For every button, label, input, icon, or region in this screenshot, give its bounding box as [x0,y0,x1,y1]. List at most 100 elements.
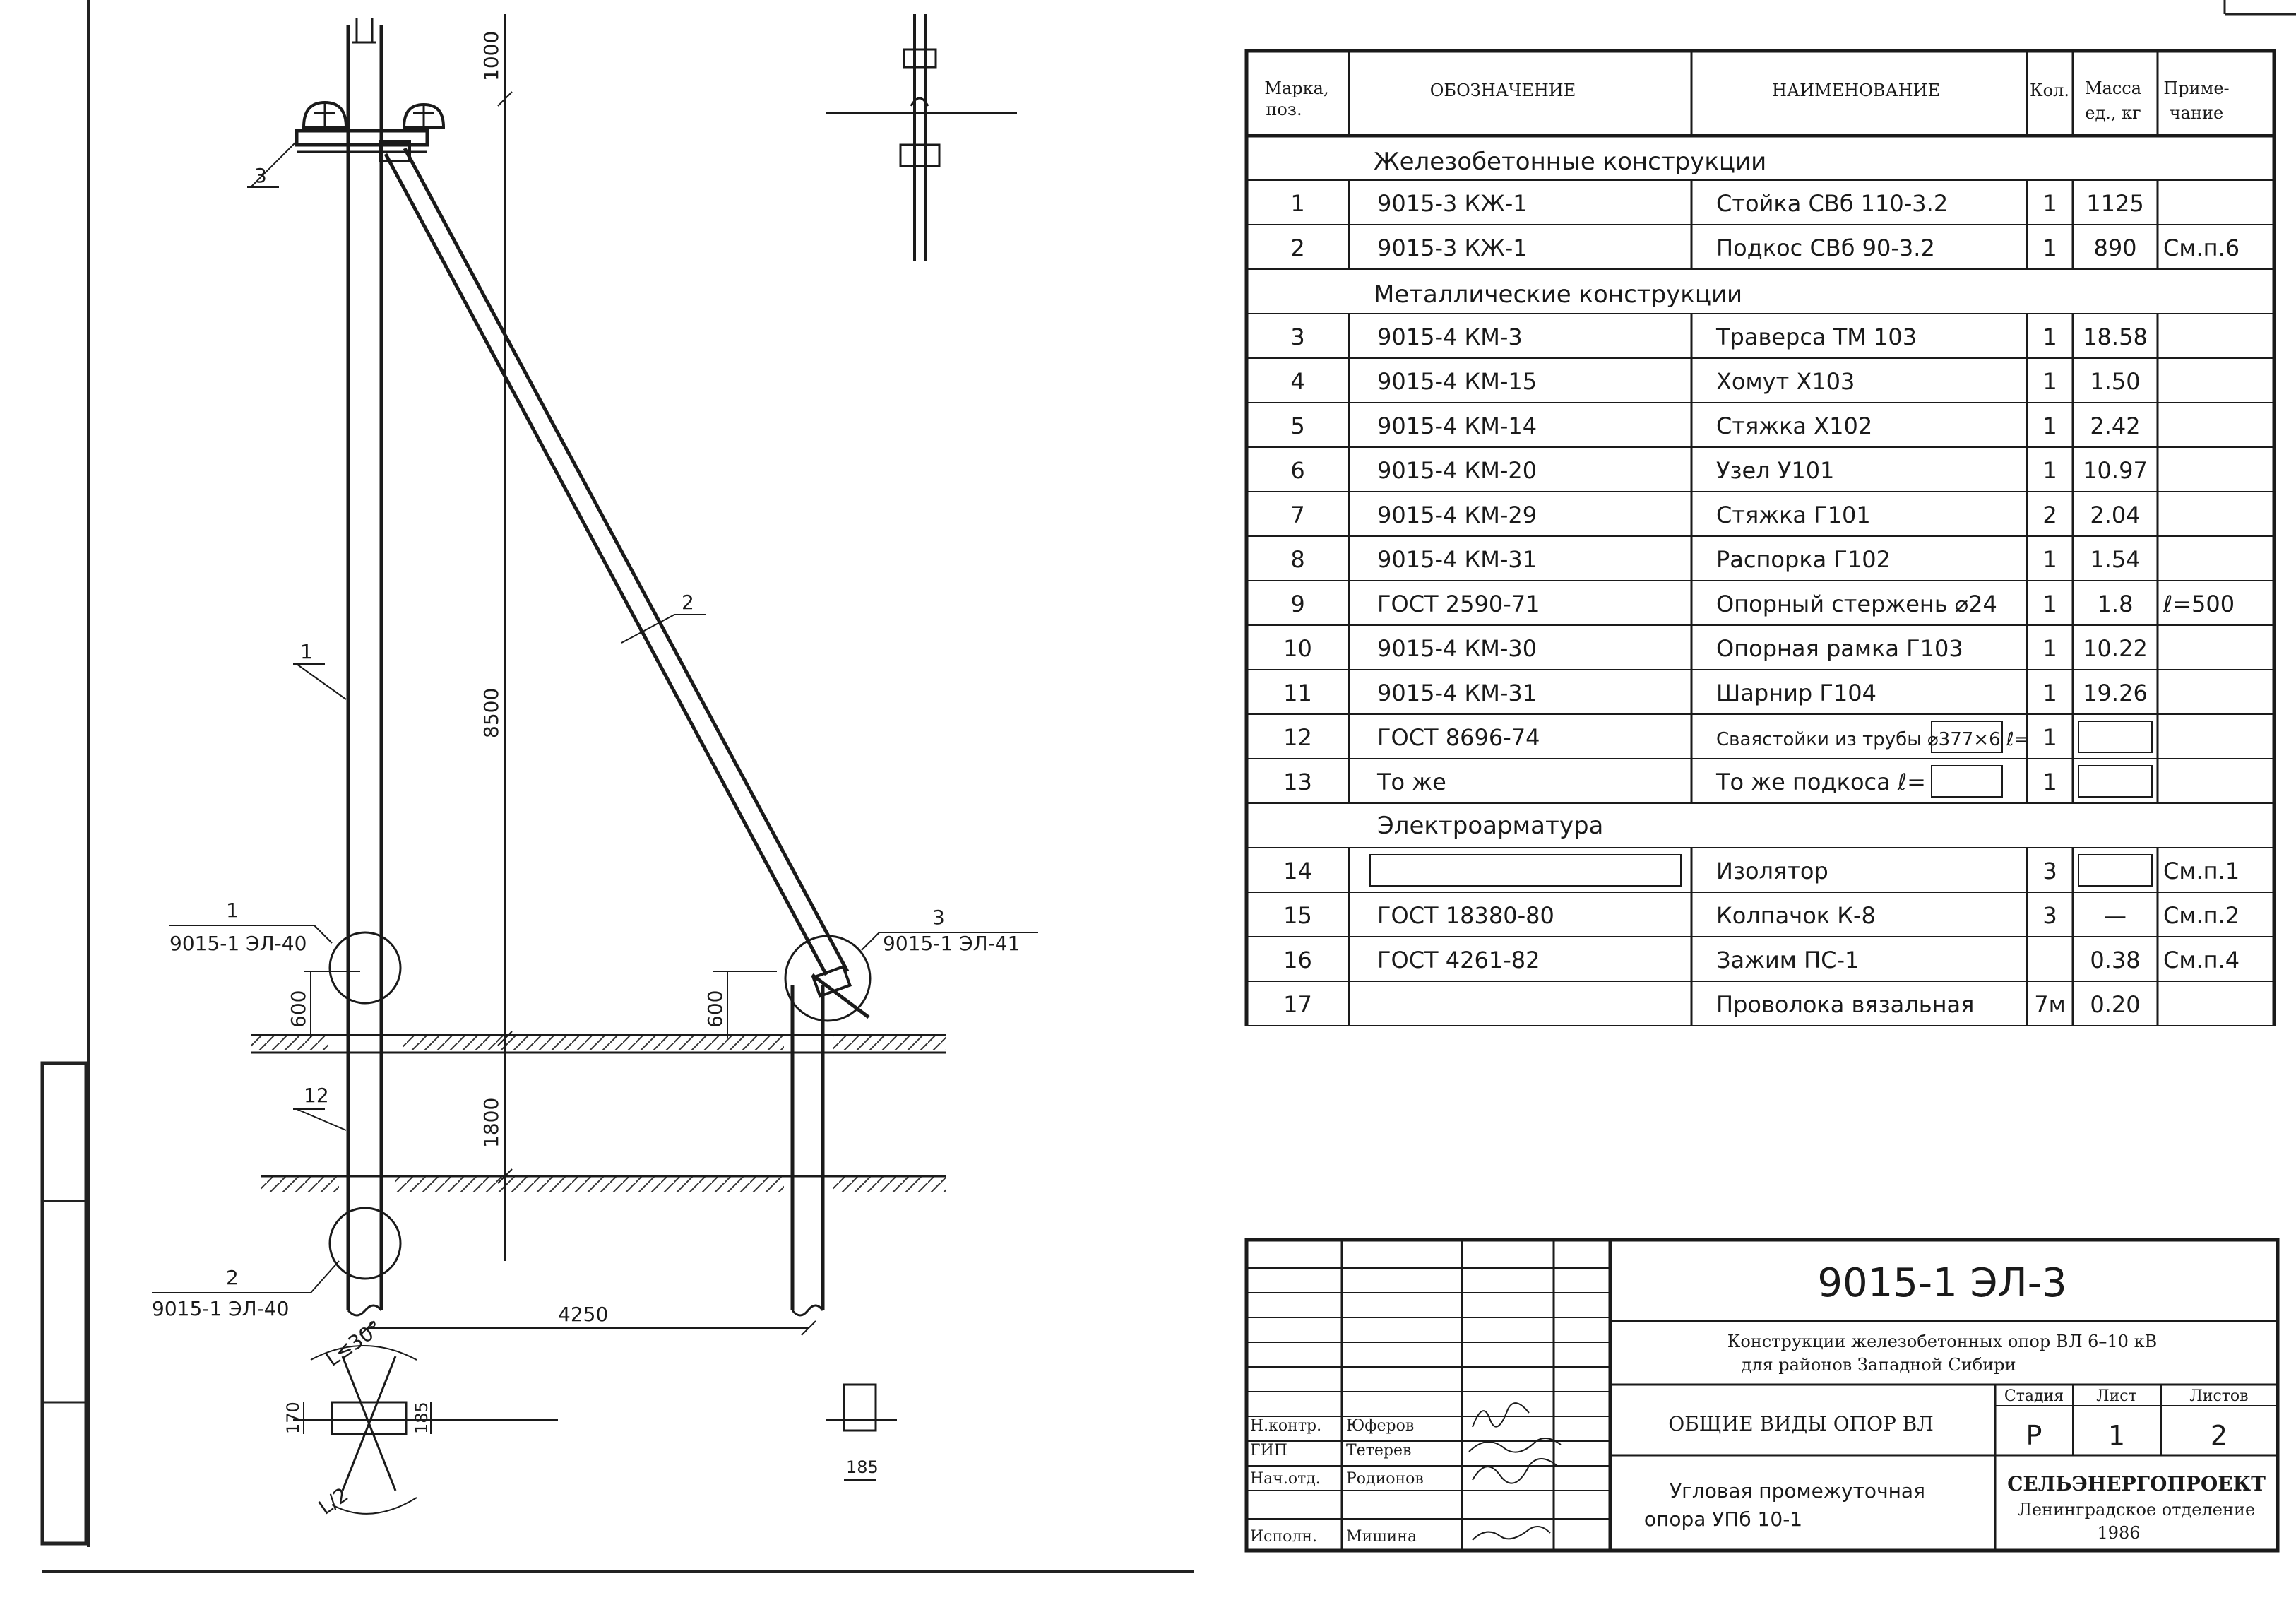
spec-cell-qty: 1 [2042,546,2057,573]
spec-cell-mark: 17 [1283,991,1312,1018]
spec-cell-qty: 7м [2034,991,2066,1018]
role-1: ГИП [1250,1442,1287,1459]
spec-cell-mark: 14 [1283,858,1312,884]
spec-cell-name: Шарнир Г104 [1716,680,1876,706]
detail-circle-3 [784,935,872,1022]
spec-cell-designation: ГОСТ 4261-82 [1377,947,1540,973]
spec-cell-mark: 16 [1283,947,1312,973]
spec-cell-name: Распорка Г102 [1716,546,1891,573]
stage-value: Р [2026,1420,2042,1451]
dim-w185: 185 [412,1402,432,1434]
spec-cell-name: Опорный стержень ⌀24 [1716,591,1997,617]
object-1: Угловая промежуточная [1670,1479,1925,1503]
spec-cell-mass: 10.22 [2083,635,2148,662]
label-pile: 12 [304,1084,329,1107]
sheet-title: ОБЩИЕ ВИДЫ ОПОР ВЛ [1668,1412,1933,1435]
dim-w185b: 185 [846,1457,879,1477]
spec-cell-mass: 18.58 [2083,324,2148,350]
spec-cell-note: ℓ=500 [2163,591,2235,617]
spec-grid [1244,49,2276,1026]
strut-pile [790,985,825,1317]
org-name: СЕЛЬЭНЕРГОПРОЕКТ [2007,1472,2266,1496]
spec-cell-qty: 1 [2042,591,2057,617]
role-2: Нач.отд. [1250,1470,1321,1488]
strut [379,140,870,1019]
org-branch: Ленинградское отделение [2018,1500,2255,1520]
spec-cell-name: Стяжка Г101 [1716,502,1871,528]
spec-cell-note: См.п.6 [2163,235,2240,261]
role-3: Исполн. [1250,1528,1317,1546]
spec-cell-qty: 1 [2042,769,2057,795]
spec-cell-mass: 0.20 [2090,991,2140,1018]
section-electro: Электроарматура [1377,812,1603,840]
callout-2-num: 2 [226,1266,239,1289]
name-0: Юферов [1346,1417,1414,1435]
detail-circle-2 [328,1207,402,1280]
spec-cell-mass: 19.26 [2083,680,2148,706]
spec-cell-qty: 2 [2042,502,2057,528]
spec-cell-name: Узел У101 [1716,457,1834,484]
spec-cell-mass: 1125 [2086,190,2143,217]
crossarm [295,100,446,153]
ground-upper [251,1034,946,1054]
spec-cell-designation: 9015-4 КМ-20 [1377,457,1537,484]
spec-cell-mass: 1.50 [2090,368,2140,395]
spec-cell-mark: 6 [1290,457,1304,484]
dim-angle: L≤30° [321,1316,386,1371]
sheets-label: Листов [2189,1387,2248,1405]
spec-cell-mark: 1 [1290,190,1304,217]
spec-cell-mass: 2.04 [2090,502,2140,528]
callout-3-ref: 9015-1 ЭЛ-41 [883,932,1020,955]
spec-cell-mass: 10.97 [2083,457,2148,484]
spec-cell-mark: 15 [1283,902,1312,929]
label-pole: 1 [300,640,313,663]
spec-cell-designation: 9015-4 КМ-31 [1377,546,1537,573]
hdr-note: Приме- [2163,78,2229,98]
section-concrete: Железобетонные конструкции [1374,148,1766,176]
plate-detail [826,1383,897,1481]
support-drawing [152,14,1038,1515]
spec-cell-name: Опорная рамка Г103 [1716,635,1963,662]
callout-1-ref: 9015-1 ЭЛ-40 [169,932,307,955]
section-metal: Металлические конструкции [1374,280,1742,309]
ground-lower [261,1175,946,1192]
spec-cell-designation: 9015-4 КМ-15 [1377,368,1537,395]
hdr-mark: Марка, [1264,78,1328,98]
spec-cell-name: Подкос СВб 90-3.2 [1716,235,1935,261]
title-block: Н.контр. Юферов ГИП Тетерев Нач.отд. Род… [1244,1238,2280,1553]
spec-cell-qty: 3 [2042,902,2057,929]
spec-cell-designation: То же [1376,769,1446,795]
spec-cell-mass: 1.8 [2098,591,2134,617]
spec-cell-mark: 11 [1283,680,1312,706]
callout-1-num: 1 [226,899,239,922]
spec-cell-qty: 1 [2042,680,2057,706]
spec-cell-name: Стойка СВб 110-3.2 [1716,190,1948,217]
signatures [1468,1402,1562,1541]
spec-sections: Железобетонные конструкции Металлические… [1374,148,1766,840]
spec-cell-designation: ГОСТ 18380-80 [1377,902,1554,929]
spec-cell-designation: 9015-4 КМ-31 [1377,680,1537,706]
pole [346,18,383,1317]
doc-desc1: Конструкции железобетонных опор ВЛ 6–10 … [1727,1332,2157,1351]
hdr-note2: чание [2170,103,2223,123]
spec-cell-mark: 8 [1290,546,1304,573]
name-2: Родионов [1346,1470,1424,1488]
spec-cell-mark: 4 [1290,368,1304,395]
leader-lines [152,141,1038,1293]
spec-cell-name: Проволока вязальная [1716,991,1974,1018]
spec-cell-name: Зажим ПС-1 [1716,947,1859,973]
spec-rows: 1 9015-3 КЖ-1 Стойка СВб 110-3.2 1 1125 2 9015… [1283,190,2240,1018]
spec-cell-mass: 0.38 [2090,947,2140,973]
name-1: Тетерев [1346,1442,1411,1459]
spec-cell-designation: 9015-3 КЖ-1 [1377,235,1528,261]
label-crossarm: 3 [254,164,267,187]
spec-cell-designation: ГОСТ 2590-71 [1377,591,1540,617]
org-year: 1986 [2097,1523,2140,1543]
spec-cell-qty: 1 [2042,368,2057,395]
callout-3-num: 3 [932,906,945,929]
spec-cell-designation: ГОСТ 8696-74 [1377,724,1540,751]
spec-cell-qty: 1 [2042,413,2057,439]
spec-cell-name: Хомут Х103 [1716,368,1855,395]
angle-detail [293,1345,558,1515]
